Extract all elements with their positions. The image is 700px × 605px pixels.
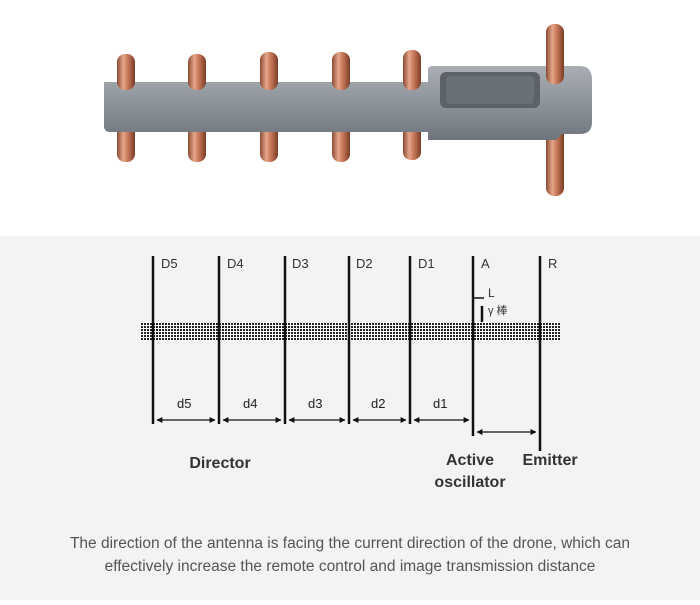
- spacing-label-d1: d1: [433, 396, 448, 411]
- active-label-line1: Active: [445, 452, 495, 469]
- director-label: Director: [189, 455, 251, 472]
- active-oscillator-label: Active oscillator: [415, 450, 525, 494]
- yagi-diagram: [140, 256, 560, 451]
- element-label-r: R: [548, 256, 558, 271]
- antenna-illustration: [104, 24, 592, 196]
- caption: The direction of the antenna is facing t…: [0, 532, 700, 578]
- element-label-d3: D3: [292, 256, 309, 271]
- caption-line-1: The direction of the antenna is facing t…: [69, 535, 631, 552]
- caption-line-2: effectively increase the remote control …: [104, 558, 596, 575]
- emitter-label: Emitter: [522, 452, 578, 469]
- diagram-panel: D5 D4 D3 D2 D1 A R L γ 棒 d5 d4 d3 d2 d1 …: [0, 236, 700, 600]
- element-label-d1: D1: [418, 256, 435, 271]
- element-label-d5: D5: [161, 256, 178, 271]
- gamma-rod-label: γ 棒: [488, 305, 508, 317]
- antenna-photo: [0, 0, 700, 236]
- length-label: L: [488, 286, 495, 300]
- active-label-line2: oscillator: [434, 474, 506, 491]
- spacing-label-d2: d2: [371, 396, 386, 411]
- element-label-a: A: [481, 256, 490, 271]
- spacing-label-d5: d5: [177, 396, 192, 411]
- element-label-d2: D2: [356, 256, 373, 271]
- spacing-label-d4: d4: [243, 396, 258, 411]
- element-label-d4: D4: [227, 256, 244, 271]
- rods-upper: [117, 24, 564, 90]
- spacing-label-d3: d3: [308, 396, 323, 411]
